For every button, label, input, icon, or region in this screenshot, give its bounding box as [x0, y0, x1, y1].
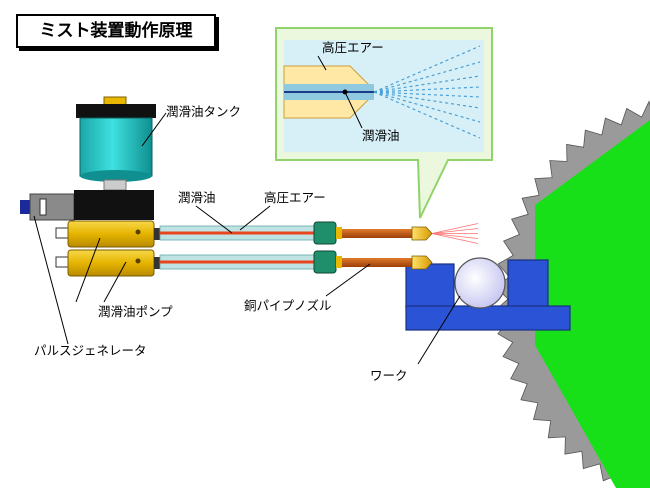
pulse-generator-body: [29, 193, 75, 221]
fitting-2: [313, 250, 337, 274]
nozzle-tip-1: [411, 226, 433, 241]
pump2-outlet: [154, 257, 160, 269]
pulse-indicator: [39, 198, 47, 216]
leader-pump-2: [75, 237, 101, 303]
pulse-connector: [20, 200, 32, 214]
leader-tank: [141, 112, 167, 147]
copper-pipe-nozzles: [342, 223, 479, 270]
pump-manifold: [74, 190, 154, 220]
fitting1-nut: [336, 227, 342, 239]
tank-lid: [76, 104, 156, 118]
leader-workpiece: [417, 295, 461, 365]
leader-lines: [33, 112, 461, 365]
fitting-1: [313, 221, 337, 245]
label-air-line: 高圧エアー: [264, 190, 326, 205]
leader-air: [239, 205, 271, 231]
label-lubricant-line: 潤滑油: [178, 190, 216, 205]
grinding-wheel: [494, 100, 650, 488]
spray-pattern: [373, 45, 481, 139]
pump1-screw: [135, 229, 141, 235]
spray-line: [373, 91, 481, 123]
mist-line: [431, 233, 479, 239]
tank-cap: [103, 96, 127, 106]
mist-line: [431, 233, 479, 244]
leader-pump: [103, 261, 127, 303]
mist-line: [431, 228, 479, 234]
label-lubricant-pump: 潤滑油ポンプ: [98, 304, 173, 319]
pulse-generator: [20, 193, 75, 221]
label-copper-pipe-nozzle: 銅パイプノズル: [244, 298, 332, 313]
copper-pipe-1: [342, 229, 412, 238]
spray-line: [373, 61, 481, 93]
callout-lubricant-label: 潤滑油: [362, 128, 400, 143]
pump2-screw: [135, 258, 141, 264]
wheel-body: [535, 120, 650, 488]
page-title: ミスト装置動作原理: [16, 14, 216, 48]
tank-neck: [103, 179, 127, 191]
label-lubricant-tank: 潤滑油タンク: [166, 104, 241, 119]
supply-tubes: [159, 225, 315, 270]
fixture-left-block: [405, 263, 455, 309]
leader-oil: [195, 205, 233, 234]
fixture-base: [405, 305, 571, 331]
leader-nozzle: [325, 263, 371, 297]
spray-line: [373, 91, 481, 139]
spray-line: [373, 45, 481, 93]
label-pulse-generator: パルスジェネレータ: [34, 343, 147, 358]
nozzle-callout: 高圧エアー 潤滑油: [275, 27, 493, 219]
label-workpiece: ワーク: [370, 368, 408, 383]
mist-spray: [431, 223, 479, 244]
lubricant-pumps: [55, 220, 160, 277]
tank-body: [79, 117, 153, 177]
mist-line: [431, 223, 479, 234]
fitting2-nut: [336, 256, 342, 268]
workpiece-fixture: [405, 257, 571, 331]
tank-bottom: [80, 170, 152, 182]
leader-pulse: [33, 215, 69, 345]
air-pointer: [317, 55, 327, 71]
fixture-right-block: [507, 259, 549, 309]
workpiece-roller: [454, 257, 506, 309]
nozzle-tip-2: [411, 255, 433, 270]
pump-1: [67, 220, 155, 248]
callout-air-label: 高圧エアー: [322, 40, 384, 55]
copper-pipe-2: [342, 258, 412, 267]
lubricant-tank: [76, 96, 156, 191]
pump1-outlet: [154, 228, 160, 240]
pump-2: [67, 249, 155, 277]
lubricant-pointer: [344, 91, 363, 129]
